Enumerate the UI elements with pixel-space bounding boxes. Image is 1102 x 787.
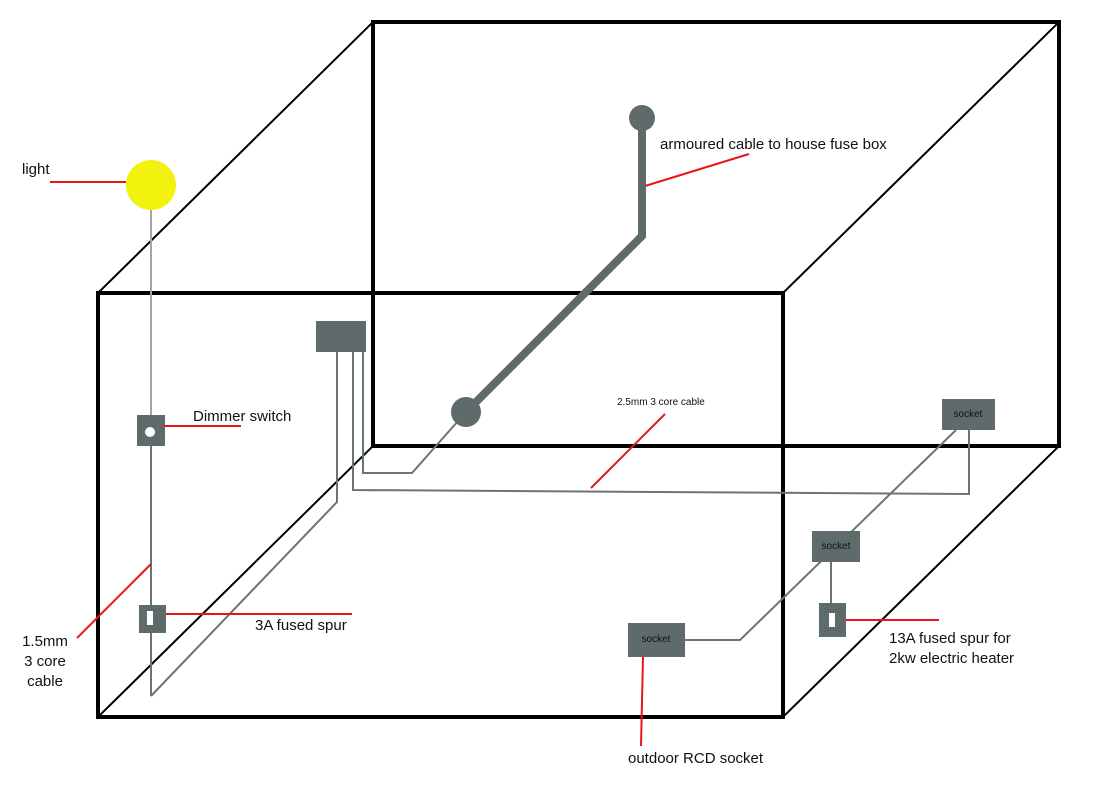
armoured-cable bbox=[463, 118, 646, 415]
edge-top-right bbox=[781, 20, 1061, 295]
armoured-cable-end-room bbox=[451, 397, 481, 427]
socket-label: socket bbox=[954, 409, 983, 420]
edge-bottom-left bbox=[96, 444, 375, 719]
labels: light armoured cable to house fuse box D… bbox=[22, 136, 1014, 767]
label-13a-fused-spur-line1: 13A fused spur for bbox=[889, 630, 1011, 647]
edge-bottom-right bbox=[781, 444, 1061, 719]
room-outline bbox=[96, 20, 1061, 719]
label-1-5mm-cable-line1: 1.5mm bbox=[22, 633, 68, 650]
fused-spur-3a bbox=[139, 605, 166, 633]
label-dimmer-switch: Dimmer switch bbox=[193, 408, 291, 425]
leader-outdoor-rcd bbox=[640, 656, 644, 747]
label-light: light bbox=[22, 161, 50, 178]
consumer-unit bbox=[316, 321, 366, 352]
socket-right-wall: socket bbox=[812, 531, 860, 562]
light-fitting-icon bbox=[126, 160, 176, 210]
dimmer-knob-icon bbox=[145, 427, 155, 437]
front-wall-outline bbox=[96, 291, 785, 719]
leader-2-5mm bbox=[590, 413, 666, 489]
leader-lines bbox=[50, 153, 939, 747]
label-13a-fused-spur-line2: 2kw electric heater bbox=[889, 650, 1014, 667]
label-2-5mm-cable: 2.5mm 3 core cable bbox=[617, 397, 705, 408]
back-wall-outline bbox=[371, 20, 1061, 448]
leader-armoured bbox=[644, 153, 750, 187]
label-outdoor-rcd-socket: outdoor RCD socket bbox=[628, 750, 764, 767]
socket-back-wall: socket bbox=[942, 399, 995, 430]
armoured-cable-end-house bbox=[629, 105, 655, 131]
wire-1-5mm-to-consumer-unit bbox=[150, 352, 338, 697]
fused-spur-13a bbox=[819, 603, 846, 637]
label-armoured-cable: armoured cable to house fuse box bbox=[660, 136, 887, 153]
label-1-5mm-cable-line2: 3 core bbox=[24, 653, 66, 670]
socket-outdoor-rcd: socket bbox=[628, 623, 685, 657]
wire-socket-chain bbox=[685, 429, 957, 641]
wire-ring-feed bbox=[352, 352, 970, 496]
leader-1-5mm bbox=[76, 563, 152, 639]
wire-armoured-feed bbox=[362, 352, 467, 474]
fuse-slot-icon bbox=[147, 611, 153, 625]
socket-label: socket bbox=[642, 634, 671, 645]
socket-label: socket bbox=[822, 541, 851, 552]
label-3a-fused-spur: 3A fused spur bbox=[255, 617, 347, 634]
edge-top-left bbox=[96, 20, 375, 295]
label-1-5mm-cable-line3: cable bbox=[27, 673, 63, 690]
wiring bbox=[150, 208, 970, 697]
fuse-slot-icon bbox=[829, 613, 835, 627]
dimmer-switch bbox=[137, 415, 165, 446]
